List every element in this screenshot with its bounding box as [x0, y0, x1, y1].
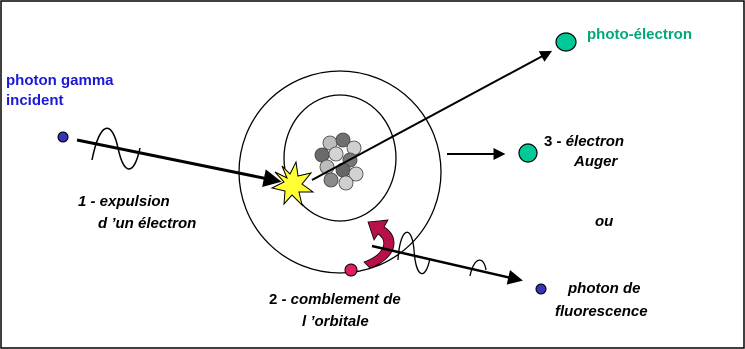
photoelectron-arrow [311, 50, 553, 181]
label-comblement-2: l ’orbitale [302, 313, 369, 330]
fluorescence-photon-arrow [371, 244, 523, 285]
auger-electron-particle [518, 143, 538, 163]
label-auger-1: 3 - électron [544, 133, 624, 150]
incident-photon-particle [57, 131, 69, 143]
fluorescence-wavy-photon [397, 231, 431, 275]
label-expulsion-2: d ’un électron [98, 215, 196, 232]
label-photo-electron: photo-électron [587, 26, 692, 43]
collision-flash-icon [270, 160, 315, 207]
photo-electron-particle [555, 32, 577, 52]
label-photon-gamma-1: photon gamma [6, 72, 114, 89]
label-expulsion-1: 1 - expulsion [78, 193, 170, 210]
label-photon-gamma-2: incident [6, 92, 64, 109]
fluorescence-photon-particle [535, 283, 547, 295]
vacancy-electron [344, 263, 358, 277]
label-fluorescence-1: photon de [567, 280, 640, 297]
incident-photon-arrow [76, 138, 282, 187]
label-comblement-1: 2 - comblement de [269, 291, 401, 308]
inner-shell [283, 94, 397, 222]
label-comblement-number: 2 [269, 291, 277, 308]
label-fluorescence-2: fluorescence [555, 303, 648, 320]
label-auger-2: Auger [573, 153, 619, 170]
label-auger-number: 3 - [544, 133, 566, 150]
label-auger-word: électron [566, 133, 624, 150]
label-comblement-text: - comblement de [277, 291, 400, 308]
fluorescence-wavy-photon-2 [469, 259, 487, 277]
nucleus-icon [314, 132, 364, 191]
curved-arrow-icon [363, 219, 395, 269]
label-ou: ou [595, 213, 613, 230]
